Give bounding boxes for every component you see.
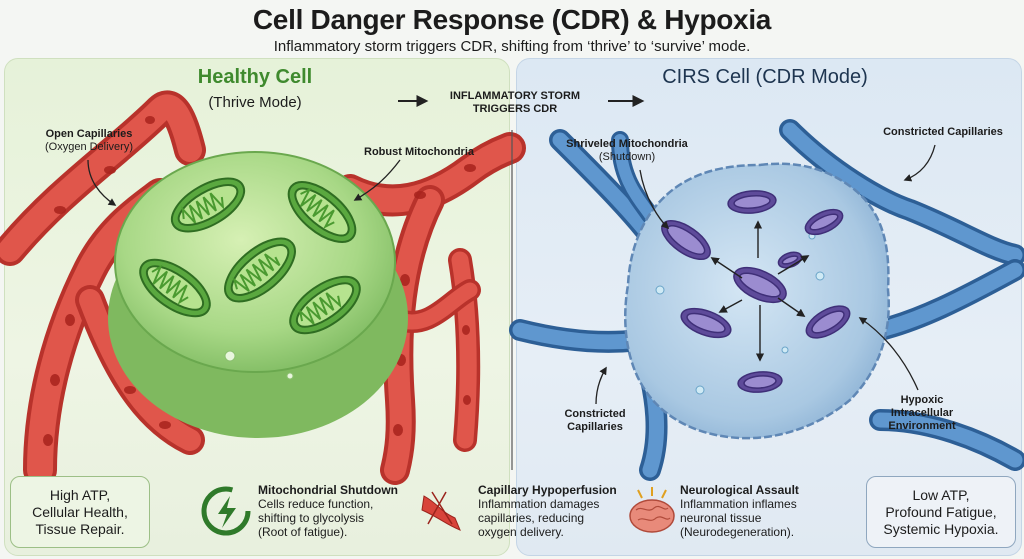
feature-line: neuronal tissue	[680, 511, 762, 525]
battery-bolt-icon	[201, 486, 251, 536]
feature-capillary-hypoperfusion: Capillary Hypoperfusion Inflammation dam…	[478, 483, 630, 539]
feature-line: oxygen delivery.	[478, 525, 564, 539]
feature-title: Capillary Hypoperfusion	[478, 483, 617, 497]
feature-title: Mitochondrial Shutdown	[258, 483, 398, 497]
storm-transition-label: INFLAMMATORY STORM TRIGGERS CDR	[425, 90, 605, 116]
feature-title: Neurological Assault	[680, 483, 799, 497]
diagram-subtitle: Inflammatory storm triggers CDR, shiftin…	[273, 38, 751, 55]
feature-line: Cells reduce function,	[258, 497, 374, 511]
open-capillaries	[0, 90, 526, 487]
robust-mitochondria	[139, 177, 361, 335]
shriveled-title: Shriveled Mitochondria	[566, 138, 688, 150]
healthy-summary-line-2: Cellular Health,	[32, 503, 128, 520]
feature-line: capillaries, reducing	[478, 511, 585, 525]
red-blood-cells	[43, 116, 476, 446]
constricted-bottom-1: Constricted	[564, 408, 626, 420]
robust-mitochondria-label: Robust Mitochondria	[344, 146, 494, 159]
feature-line: (Neurodegeneration).	[680, 525, 795, 539]
constricted-top-title: Constricted Capillaries	[883, 126, 1003, 138]
hypoxic-2: Intracellular	[890, 407, 954, 419]
healthy-summary-line-1: High ATP,	[49, 486, 111, 503]
shriveled-mitochondria-label: Shriveled Mitochondria (Shutdown)	[556, 138, 698, 164]
hypoxic-3: Environment	[888, 420, 956, 432]
mito-scatter-arrows	[710, 220, 810, 362]
healthy-summary-box: High ATP, Cellular Health, Tissue Repair…	[10, 476, 150, 548]
open-capillaries-title: Open Capillaries	[45, 128, 133, 140]
feature-line: (Root of fatigue).	[258, 525, 348, 539]
constricted-capillaries-top-label: Constricted Capillaries	[872, 126, 1014, 139]
cirs-summary-box: Low ATP, Profound Fatigue, Systemic Hypo…	[866, 476, 1016, 548]
constricted-capillaries-bottom-label: Constricted Capillaries	[550, 408, 640, 434]
open-capillaries-label: Open Capillaries (Oxygen Delivery)	[30, 128, 148, 154]
feature-line: shifting to glycolysis	[258, 511, 365, 525]
cirs-summary-line-3: Systemic Hypoxia.	[883, 520, 999, 537]
cirs-summary-line-2: Profound Fatigue,	[885, 503, 997, 520]
thrive-mode-label: (Thrive Mode)	[208, 94, 302, 111]
cirs-cell-heading: CIRS Cell (CDR Mode)	[662, 66, 868, 88]
cirs-summary-line-1: Low ATP,	[912, 486, 970, 503]
shriveled-sub: (Shutdown)	[598, 151, 656, 163]
healthy-cell-heading: Healthy Cell	[197, 66, 313, 88]
label-pointers	[87, 144, 936, 405]
robust-mito-title: Robust Mitochondria	[364, 146, 474, 158]
feature-neurological-assault: Neurological Assault Inflammation inflam…	[680, 483, 830, 539]
open-capillaries-sub: (Oxygen Delivery)	[44, 141, 134, 153]
hypoxic-1: Hypoxic	[900, 394, 944, 406]
storm-line-1: INFLAMMATORY STORM	[449, 90, 581, 102]
feature-line: Inflammation inflames	[680, 497, 797, 511]
storm-line-2: TRIGGERS CDR	[472, 103, 558, 115]
diagram-title: Cell Danger Response (CDR) & Hypoxia	[252, 4, 772, 35]
constricted-vessel-icon	[421, 491, 461, 531]
feature-mitochondrial-shutdown: Mitochondrial Shutdown Cells reduce func…	[258, 483, 408, 539]
feature-line: Inflammation damages	[478, 497, 600, 511]
hypoxic-environment-label: Hypoxic Intracellular Environment	[872, 394, 972, 433]
healthy-summary-line-3: Tissue Repair.	[35, 520, 125, 537]
brain-icon	[629, 487, 675, 533]
constricted-bottom-2: Capillaries	[567, 421, 623, 433]
